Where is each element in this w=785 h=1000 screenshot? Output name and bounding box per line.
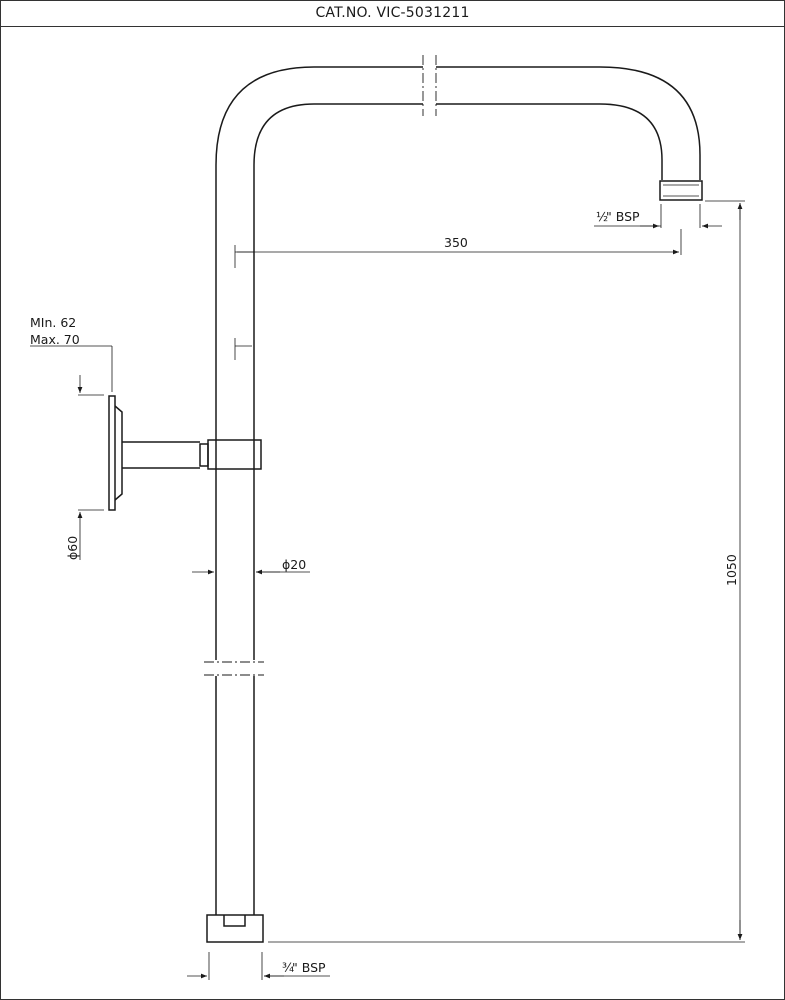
dim-flange-diameter: ϕ60: [65, 375, 104, 560]
arm-outer-edge-right: [436, 66, 701, 180]
bottom-inlet-bsp-label: " BSP: [292, 960, 326, 975]
dim-pipe-diameter: ϕ20: [192, 557, 310, 575]
wall-max-label: Max. 70: [30, 332, 80, 347]
pipe-inner-edge-left: [253, 103, 423, 660]
wall-min-label: MIn. 62: [30, 315, 76, 330]
arm-break-marks: [422, 55, 437, 116]
pipe-diameter-label: ϕ20: [282, 557, 306, 572]
pipe-break-marks: [204, 661, 264, 676]
dim-arm-length: 350: [234, 229, 682, 268]
dim-top-outlet: ½ " BSP: [594, 204, 722, 229]
shower-riser-pipe: [215, 66, 701, 915]
catalog-number: CAT.NO. VIC-5031211: [315, 5, 470, 21]
arm-length-label: 350: [444, 235, 468, 250]
arm-inner-edge-right: [436, 103, 663, 180]
bottom-inlet-nut: [206, 914, 264, 943]
height-label: 1050: [724, 554, 739, 586]
dim-height: 1050: [268, 200, 745, 943]
pipe-outer-edge-left: [215, 66, 423, 660]
dim-bottom-inlet: ¾ " BSP: [187, 952, 330, 980]
bottom-inlet-fraction: ¾: [282, 960, 294, 975]
top-outlet-bsp-label: " BSP: [606, 209, 640, 224]
wall-bracket: [108, 395, 262, 511]
top-outlet-fraction: ½: [596, 209, 608, 224]
dim-wall-depth: MIn. 62 Max. 70: [30, 315, 252, 392]
title-bar: CAT.NO. VIC-5031211: [0, 0, 785, 27]
top-outlet-nut: [659, 180, 703, 201]
flange-diameter-label: ϕ60: [65, 536, 80, 560]
